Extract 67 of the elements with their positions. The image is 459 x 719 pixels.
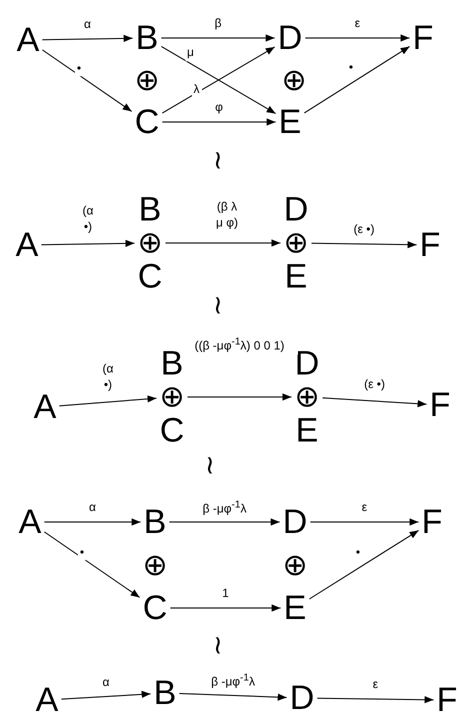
- edge-label: β -μφ$^{-1}$λ: [209, 672, 257, 691]
- object-label: C: [142, 591, 168, 625]
- arrow: [40, 240, 135, 247]
- arrow: [311, 241, 418, 248]
- edge-label: (ε •): [352, 222, 376, 238]
- object-label: C: [138, 260, 162, 294]
- arrow: [42, 49, 132, 112]
- edge-label: β: [212, 16, 224, 32]
- isomorphism-sign: ≀: [205, 450, 215, 480]
- edge-label: β -μφ$^{-1}$λ: [200, 498, 248, 518]
- object-label: F: [422, 505, 442, 539]
- object-label: C: [160, 414, 184, 448]
- object-label: B: [138, 192, 162, 226]
- object-label: E: [284, 260, 308, 294]
- arrow: [304, 46, 410, 114]
- arrow: [178, 693, 288, 701]
- arrow: [168, 518, 280, 526]
- object-label: A: [36, 683, 58, 717]
- object-label: F: [420, 228, 440, 262]
- object-label: E: [294, 414, 320, 448]
- object-label: A: [34, 390, 56, 424]
- isomorphism-sign: ≀: [213, 290, 223, 320]
- direct-sum-symbol: ⊕: [282, 63, 306, 98]
- arrow: [316, 696, 434, 704]
- direct-sum-symbol: ⊕: [138, 226, 162, 260]
- object-label: B: [160, 346, 184, 380]
- object-label: F: [430, 388, 450, 422]
- object-label: A: [16, 228, 38, 262]
- arrow: [44, 531, 140, 598]
- direct-sum-symbol: ⊕: [284, 226, 308, 260]
- arrow: [42, 34, 134, 42]
- object-label: B: [154, 676, 176, 710]
- arrow: [304, 34, 410, 42]
- direct-sum-symbol: ⊕: [142, 548, 168, 583]
- arrow: [170, 604, 282, 612]
- object-label: D: [278, 21, 302, 55]
- object-label: D: [290, 681, 314, 715]
- object-label: D: [294, 346, 320, 380]
- object-label: A: [18, 505, 42, 539]
- object-label: A: [16, 23, 40, 57]
- edge-label: λ: [192, 82, 202, 98]
- arrow: [162, 118, 276, 126]
- arrow: [165, 239, 281, 247]
- object-label: D: [284, 192, 308, 226]
- object-label: F: [412, 21, 434, 55]
- arrow: [60, 690, 152, 700]
- isomorphism-sign: ≀: [213, 144, 223, 176]
- object-label: C: [134, 105, 160, 139]
- arrow: [58, 395, 157, 406]
- object-label: F: [436, 683, 458, 717]
- edge-label: (ε •): [362, 377, 387, 393]
- arrow: [310, 518, 420, 526]
- direct-sum-symbol: ⊕: [134, 63, 160, 98]
- arrow: [44, 518, 142, 526]
- isomorphism-sign: ≀: [213, 630, 223, 660]
- direct-sum-symbol: ⊕: [160, 380, 184, 414]
- arrow: [187, 393, 292, 401]
- object-label: B: [136, 21, 158, 55]
- object-label: E: [278, 105, 302, 139]
- object-label: E: [284, 591, 306, 625]
- arrow: [160, 34, 276, 42]
- object-label: B: [144, 505, 166, 539]
- direct-sum-symbol: ⊕: [294, 380, 320, 414]
- object-label: D: [282, 505, 308, 539]
- arrow: [308, 530, 420, 600]
- direct-sum-symbol: ⊕: [282, 548, 308, 583]
- arrow: [322, 397, 428, 408]
